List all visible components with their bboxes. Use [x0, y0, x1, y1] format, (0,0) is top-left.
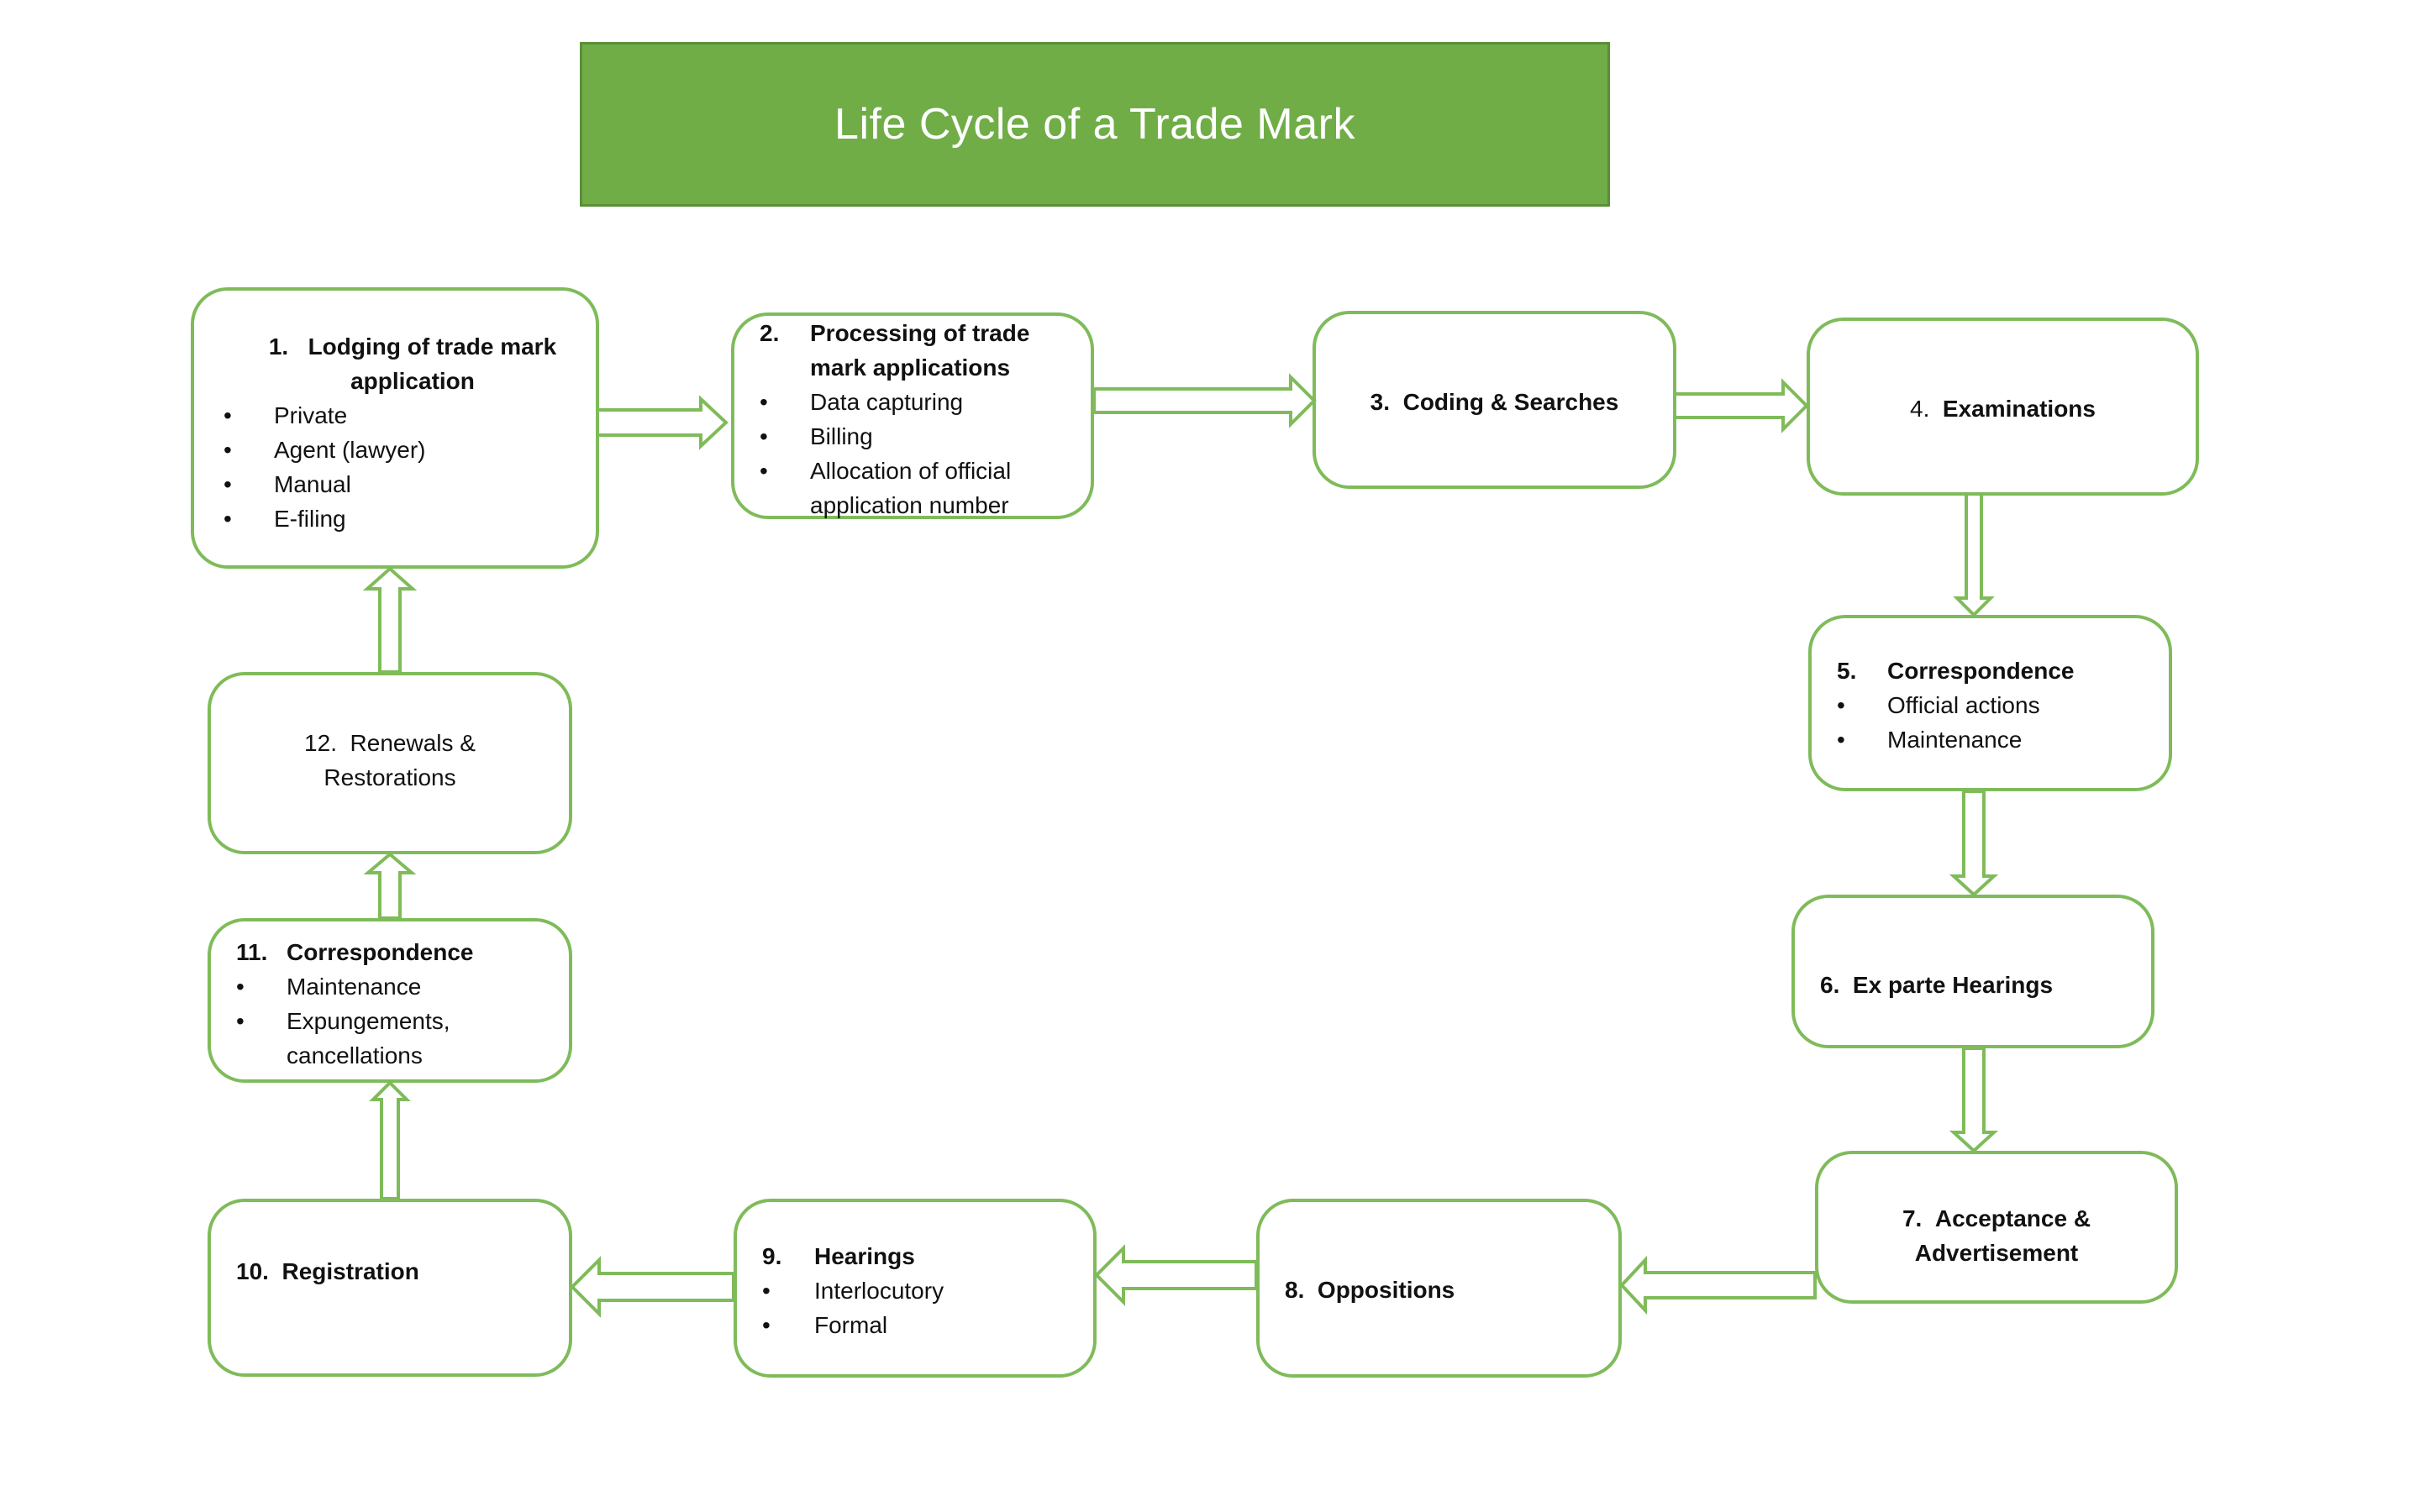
arrow-3-to-4-icon — [1673, 378, 1809, 433]
diagram-title: Life Cycle of a Trade Mark — [580, 42, 1610, 207]
arrow-1-to-2-icon — [596, 395, 729, 450]
title-text: Life Cycle of a Trade Mark — [834, 100, 1355, 149]
arrow-2-to-3-icon — [1092, 373, 1317, 428]
step-12-heading-2: Restorations — [324, 764, 456, 790]
list-item: •Billing — [760, 419, 1029, 454]
step-9-hearings: 9. Hearings •Interlocutory •Formal — [734, 1199, 1097, 1378]
list-item: •Maintenance — [236, 969, 474, 1004]
step-8-oppositions: 8. Oppositions — [1256, 1199, 1622, 1378]
step-1-heading-2: application — [350, 368, 475, 394]
bullet-icon: • — [1837, 727, 1845, 753]
step-3-coding-searches: 3. Coding & Searches — [1313, 311, 1676, 489]
list-item: •E-filing — [224, 501, 426, 536]
arrow-6-to-7-icon — [1949, 1047, 1999, 1153]
step-2-heading: Processing of trade — [810, 320, 1030, 346]
list-item: •Official actions — [1837, 688, 2075, 722]
step-6-ex-parte-hearings: 6. Ex parte Hearings — [1791, 895, 2154, 1048]
bullet-icon: • — [760, 423, 768, 449]
arrow-9-to-10-icon — [570, 1256, 735, 1318]
list-item-continuation: application number — [810, 492, 1009, 518]
list-item: •Formal — [762, 1308, 944, 1342]
step-9-heading: Hearings — [814, 1243, 915, 1269]
step-2-heading-2: mark applications — [810, 354, 1011, 381]
step-4-number: 4. — [1910, 396, 1930, 422]
bullet-icon: • — [236, 1008, 245, 1034]
list-item: •Data capturing — [760, 385, 1029, 419]
step-1-lodging: 1. Lodging of trade mark application •Pr… — [191, 287, 599, 569]
step-2-number: 2. — [760, 320, 780, 346]
list-item: •Interlocutory — [762, 1273, 944, 1308]
step-7-heading-2: Advertisement — [1914, 1240, 2079, 1266]
step-1-number: 1. — [268, 333, 289, 360]
step-5-heading: Correspondence — [1887, 658, 2075, 684]
step-11-correspondence: 11. Correspondence •Maintenance •Expungem… — [208, 918, 572, 1083]
step-9-number: 9. — [762, 1243, 782, 1269]
bullet-icon: • — [224, 437, 232, 463]
list-item: •Private — [224, 398, 426, 433]
step-12-renewals-restorations: 12. Renewals & Restorations — [208, 672, 572, 854]
step-11-heading: Correspondence — [287, 939, 474, 965]
list-item: •Agent (lawyer) — [224, 433, 426, 467]
step-10-number: 10. — [236, 1258, 269, 1284]
step-7-number: 7. — [1902, 1205, 1923, 1231]
step-1-heading: Lodging of trade mark — [308, 333, 557, 360]
bullet-icon: • — [224, 471, 232, 497]
step-4-examinations: 4. Examinations — [1807, 318, 2199, 496]
bullet-icon: • — [760, 389, 768, 415]
step-8-heading: Oppositions — [1317, 1277, 1455, 1303]
arrow-5-to-6-icon — [1949, 790, 1999, 897]
step-7-acceptance-advertisement: 7. Acceptance & Advertisement — [1815, 1151, 2178, 1304]
step-4-heading: Examinations — [1942, 396, 2096, 422]
bullet-icon: • — [1837, 692, 1845, 718]
bullet-icon: • — [762, 1312, 771, 1338]
bullet-icon: • — [236, 974, 245, 1000]
arrow-8-to-9-icon — [1094, 1244, 1258, 1306]
step-12-heading: Renewals & — [350, 730, 476, 756]
step-12-number: 12. — [304, 730, 337, 756]
arrow-10-to-11-icon — [369, 1080, 411, 1200]
list-item: •Manual — [224, 467, 426, 501]
step-3-number: 3. — [1370, 389, 1391, 415]
step-10-heading: Registration — [281, 1258, 419, 1284]
step-5-correspondence: 5. Correspondence •Official actions •Main… — [1808, 615, 2172, 791]
bullet-icon: • — [224, 506, 232, 532]
arrow-11-to-12-icon — [363, 852, 417, 920]
arrow-4-to-5-icon — [1953, 492, 1995, 617]
list-item: •Allocation of official — [760, 454, 1029, 488]
step-10-registration: 10. Registration — [208, 1199, 572, 1377]
list-item: •Maintenance — [1837, 722, 2075, 757]
step-11-number: 11. — [236, 939, 268, 965]
step-2-processing: 2.Processing of trade mark applications … — [731, 312, 1094, 519]
arrow-12-to-1-icon — [362, 566, 418, 674]
step-6-number: 6. — [1820, 972, 1840, 998]
arrow-7-to-8-icon — [1619, 1255, 1817, 1315]
bullet-icon: • — [762, 1278, 771, 1304]
step-8-number: 8. — [1285, 1277, 1305, 1303]
step-3-heading: Coding & Searches — [1402, 389, 1619, 415]
bullet-icon: • — [224, 402, 232, 428]
step-7-heading: Acceptance & — [1934, 1205, 2091, 1231]
list-item: •Expungements, — [236, 1004, 474, 1038]
step-6-heading: Ex parte Hearings — [1852, 972, 2054, 998]
bullet-icon: • — [760, 458, 768, 484]
list-item-continuation: cancellations — [287, 1042, 423, 1068]
step-5-number: 5. — [1837, 658, 1857, 684]
